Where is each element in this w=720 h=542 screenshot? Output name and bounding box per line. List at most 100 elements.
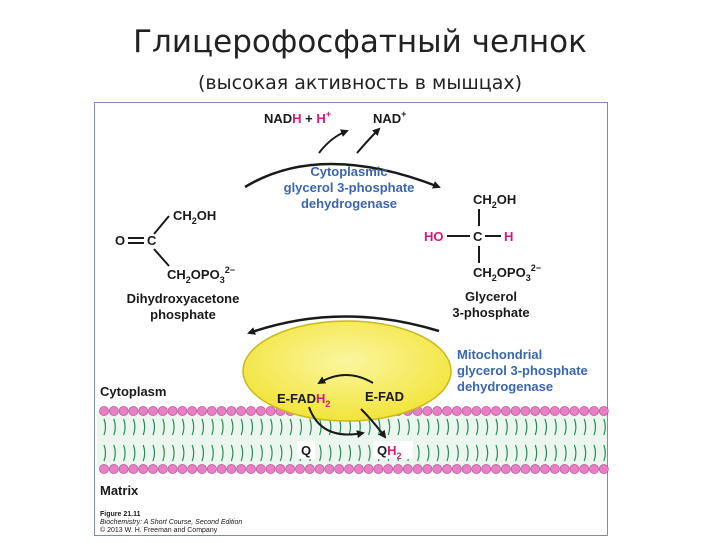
lipid-head xyxy=(216,464,227,474)
lipid-tail xyxy=(544,444,548,462)
lipid-head xyxy=(118,406,129,416)
lipid-head xyxy=(510,464,521,474)
lipid-head xyxy=(265,464,276,474)
slide-title: Глицерофосфатный челнок xyxy=(133,24,587,60)
lipid-tail xyxy=(289,418,293,436)
lipid-tail xyxy=(103,418,107,436)
lipid-head xyxy=(177,406,188,416)
lipid-tail xyxy=(181,418,185,436)
lipid-head xyxy=(500,464,511,474)
lipid-head xyxy=(442,406,452,416)
lipid-tail xyxy=(172,418,175,436)
lipid-tail xyxy=(573,418,577,436)
lipid-head xyxy=(285,464,296,474)
lipid-head xyxy=(598,464,609,474)
lipid-head xyxy=(246,464,256,474)
q-reduction-arrow xyxy=(308,406,365,439)
lipid-head xyxy=(167,464,178,474)
lipid-head xyxy=(432,406,443,416)
lipid-tail xyxy=(407,418,410,436)
lipid-head xyxy=(246,406,256,416)
slide-subtitle: (высокая активность в мышцах) xyxy=(198,72,522,94)
lipid-head xyxy=(206,406,217,416)
lipid-tail xyxy=(397,418,401,436)
lipid-tail xyxy=(554,444,557,462)
lipid-tail xyxy=(260,444,263,462)
lipid-head xyxy=(206,464,217,474)
lipid-tail xyxy=(191,444,195,462)
svg-text:CH2OPO32−: CH2OPO32− xyxy=(473,263,541,283)
svg-text:H: H xyxy=(504,229,513,244)
lipid-head xyxy=(461,406,472,416)
lipid-head xyxy=(255,464,266,474)
lipid-head xyxy=(530,464,541,474)
lipid-head xyxy=(226,406,237,416)
lipid-head xyxy=(128,406,139,416)
svg-text:CH2OPO32−: CH2OPO32− xyxy=(167,265,235,285)
lipid-tail xyxy=(456,418,459,436)
lipid-tail xyxy=(583,444,587,462)
lipid-head xyxy=(383,464,394,474)
lipid-head xyxy=(589,464,599,474)
shuttle-diagram: NADH + H+ NAD+ Cytoplasmic glycerol 3-ph… xyxy=(94,102,609,536)
lipid-tail xyxy=(299,418,303,436)
lipid-tail xyxy=(505,444,508,462)
lipid-tail xyxy=(152,418,156,436)
lipid-tail xyxy=(211,444,214,462)
mito-enzyme-line-3: dehydrogenase xyxy=(457,379,553,394)
fad-reduction-arrow xyxy=(317,374,374,385)
svg-text:Glycerol: Glycerol xyxy=(465,289,517,304)
lipid-head xyxy=(579,464,590,474)
lipid-head xyxy=(148,406,158,416)
lipid-tail xyxy=(564,418,567,436)
lipid-head xyxy=(481,406,492,416)
e-fad-label: E-FAD xyxy=(365,389,404,404)
lipid-head xyxy=(197,464,207,474)
lipid-tail xyxy=(221,418,224,436)
lipid-tail xyxy=(270,418,273,436)
lipid-tail xyxy=(260,418,263,436)
lipid-tail xyxy=(534,418,538,436)
lipid-head xyxy=(148,464,158,474)
lipid-head xyxy=(177,464,188,474)
figure-copyright: © 2013 W. H. Freeman and Company xyxy=(100,526,218,534)
lipid-tail xyxy=(426,444,430,462)
lipid-head xyxy=(491,464,501,474)
lipid-head xyxy=(540,406,550,416)
lipid-head xyxy=(500,406,511,416)
svg-text:O: O xyxy=(115,233,125,248)
lipid-tail xyxy=(181,444,185,462)
lipid-tail xyxy=(132,444,136,462)
lipid-tail xyxy=(417,418,420,436)
lipid-tail xyxy=(554,418,557,436)
figure-number: Figure 21.11 xyxy=(100,511,141,518)
q-label: Q xyxy=(301,443,311,458)
lipid-tail xyxy=(426,418,430,436)
lipid-head xyxy=(579,406,590,416)
lipid-head xyxy=(412,464,423,474)
cyto-enzyme-line-2: glycerol 3-phosphate xyxy=(284,180,415,195)
cyto-enzyme-line-1: Cytoplasmic xyxy=(310,164,387,179)
lipid-head xyxy=(471,464,482,474)
lipid-tail xyxy=(201,444,205,462)
lipid-tail xyxy=(328,444,332,462)
svg-text:CH2OH: CH2OH xyxy=(173,208,216,226)
lipid-tail xyxy=(495,444,499,462)
lipid-tail xyxy=(240,444,244,462)
qh2-release-arrow xyxy=(360,408,387,439)
lipid-tail xyxy=(250,418,254,436)
lipid-head xyxy=(118,464,129,474)
lipid-tail xyxy=(466,444,469,462)
lipid-head xyxy=(99,464,109,474)
lipid-tail xyxy=(573,444,577,462)
lipid-tail xyxy=(603,418,606,436)
lipid-tail xyxy=(132,418,136,436)
lipid-head xyxy=(324,464,335,474)
lipid-tail xyxy=(113,444,116,462)
lipid-tail xyxy=(593,418,597,436)
inner-mitochondrial-membrane xyxy=(97,406,609,474)
lipid-head xyxy=(471,406,482,416)
lipid-tail xyxy=(515,418,518,436)
lipid-tail xyxy=(515,444,518,462)
lipid-head xyxy=(344,464,354,474)
